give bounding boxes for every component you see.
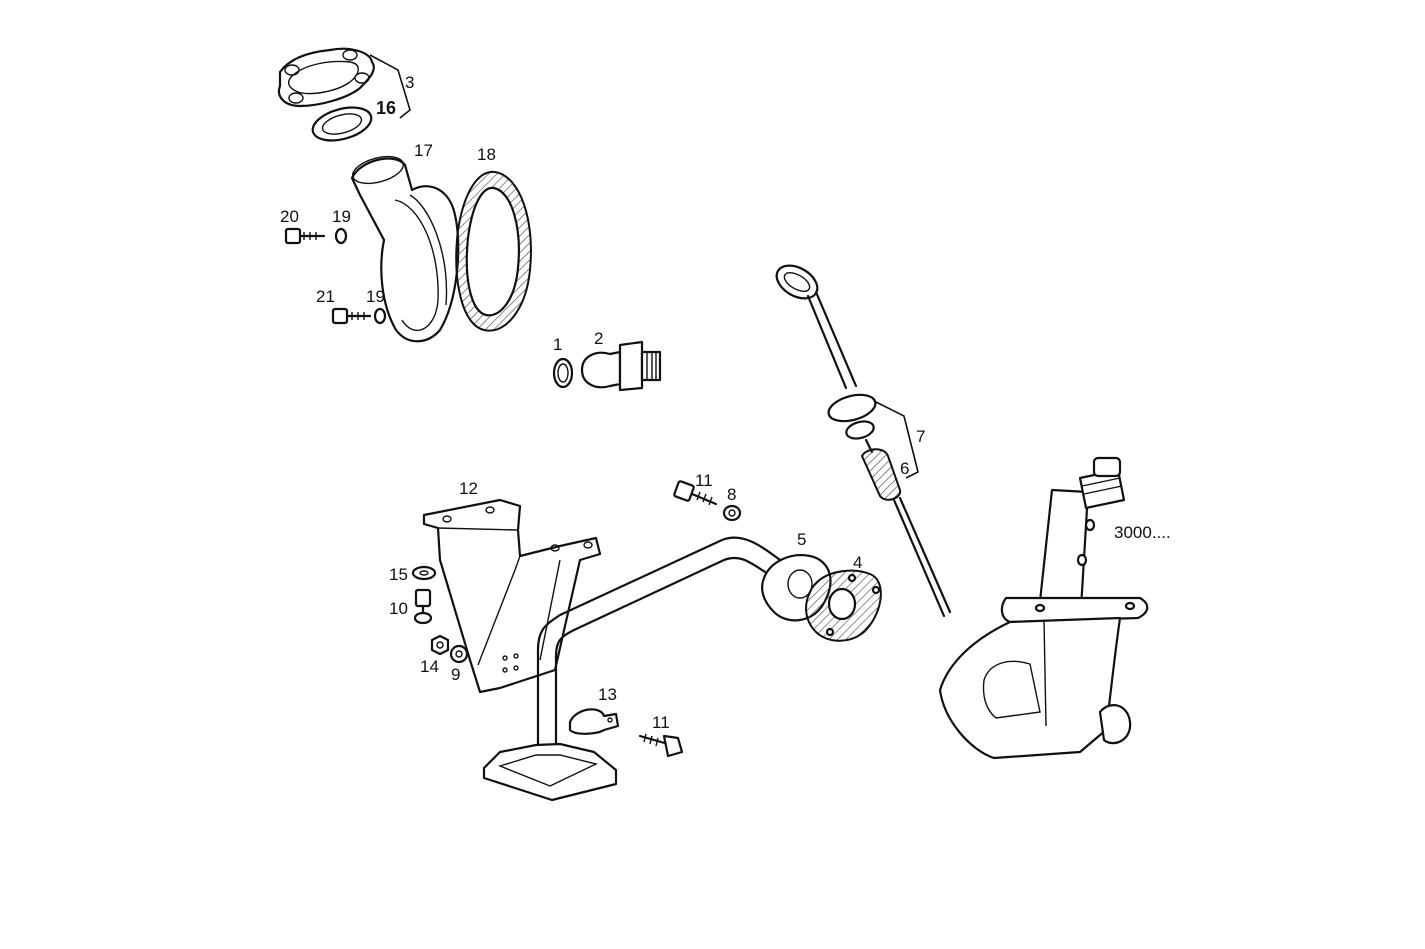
nut-part-14: [430, 634, 450, 656]
label-part-15: 15: [389, 565, 408, 584]
brace-parts-3-16: [369, 54, 411, 119]
washer-part-15: [411, 565, 437, 581]
label-part-3: 3: [405, 73, 414, 92]
label-part-1: 1: [553, 335, 562, 354]
bolt-part-20: [284, 227, 326, 245]
label-part-2: 2: [594, 329, 603, 348]
seal-ring-part-1: [552, 357, 574, 389]
clamp-part-13: [568, 708, 620, 735]
dipstick-part-7: [775, 264, 952, 618]
label-part-17: 17: [414, 141, 433, 160]
washer-part-19-a: [334, 227, 348, 245]
washer-part-19-b: [373, 307, 387, 325]
label-part-19-a: 19: [332, 207, 351, 226]
bolt-part-21: [331, 307, 372, 325]
oil-pump-assembly: [938, 456, 1149, 760]
label-part-19-b: 19: [366, 287, 385, 306]
gasket-ring-part-16: [311, 106, 373, 142]
bracket-part-12: [422, 498, 602, 694]
model-annotation: 3000....: [1114, 523, 1171, 542]
label-part-13: 13: [598, 685, 617, 704]
label-part-12: 12: [459, 479, 478, 498]
label-part-18: 18: [477, 145, 496, 164]
plug-part-2: [580, 340, 662, 392]
label-part-9: 9: [451, 665, 460, 684]
label-part-16: 16: [376, 98, 396, 118]
label-part-10: 10: [389, 599, 408, 618]
label-part-7: 7: [916, 427, 925, 446]
gasket-part-18: [455, 170, 532, 332]
part-labels: 3 16 17 18 20 19 21 19 1 2 7 6 11 8 12 5…: [280, 73, 1171, 732]
suction-pipe: [482, 536, 782, 802]
label-part-20: 20: [280, 207, 299, 226]
label-part-14: 14: [420, 657, 439, 676]
label-part-8: 8: [727, 485, 736, 504]
filler-housing-part-17: [350, 155, 460, 343]
label-part-5: 5: [797, 530, 806, 549]
gasket-flange-part-4: [805, 569, 882, 642]
bolt-part-10: [413, 588, 433, 625]
label-part-21: 21: [316, 287, 335, 306]
bolt-part-11-bottom: [638, 733, 684, 758]
label-part-11-top: 11: [695, 471, 713, 490]
washer-part-8: [722, 504, 742, 522]
label-part-6: 6: [900, 459, 909, 478]
brace-parts-7-6: [875, 401, 919, 479]
bolt-part-11-top: [673, 480, 718, 506]
label-part-4: 4: [853, 553, 862, 572]
washer-part-9: [449, 644, 469, 664]
label-part-11-bottom: 11: [652, 713, 670, 732]
cover-plate-part-3: [277, 47, 375, 108]
